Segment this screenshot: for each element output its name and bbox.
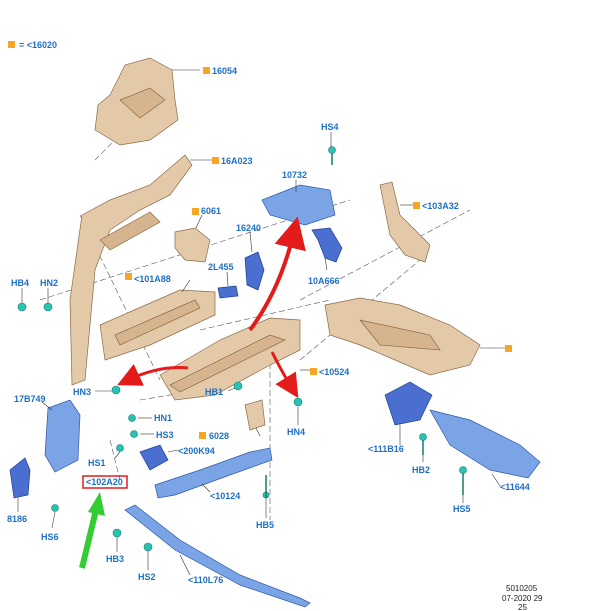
footer-line-3: 25: [518, 603, 527, 611]
label-16054: 16054: [212, 66, 237, 76]
label-103A32: <103A32: [422, 201, 459, 211]
fastener-hs4: [328, 146, 336, 154]
label-16A023: 16A023: [221, 156, 253, 166]
leader-lines: [17, 69, 505, 576]
label-6061: 6061: [201, 206, 221, 216]
label-10124: <10124: [210, 491, 240, 501]
fasteners: [17, 146, 467, 552]
footer-line-1: 5010205: [506, 584, 538, 593]
label-HS4: HS4: [321, 122, 339, 132]
label-HS5: HS5: [453, 504, 471, 514]
fastener-hn1: [128, 414, 136, 422]
label-HB1: HB1: [205, 387, 223, 397]
label-HS2: HS2: [138, 572, 156, 582]
green-arrow: [79, 492, 105, 569]
label-101A88: <101A88: [134, 274, 171, 284]
fastener-hn4: [293, 397, 303, 407]
label-200K94: <200K94: [178, 446, 215, 456]
label-HB4: HB4: [11, 278, 29, 288]
part-16A023-shape: [69, 154, 193, 386]
label-16240: 16240: [236, 223, 261, 233]
part-2L455-shape: [217, 285, 239, 299]
label-HS6: HS6: [41, 532, 59, 542]
part-11644-shape: [429, 409, 541, 479]
red-arrow-down: [270, 351, 299, 399]
fastener-hn3: [111, 385, 121, 395]
footer-line-2: 07-2020 29: [502, 594, 543, 603]
part-17B749-shape: [44, 399, 81, 473]
label-10732: 10732: [282, 170, 307, 180]
part-103A32-shape: [379, 181, 431, 263]
red-arrow-up: [248, 216, 306, 332]
part-10A666-shape: [311, 227, 343, 263]
footer-reference: 5010205 07-2020 29 25: [502, 584, 543, 611]
red-arrows: [117, 216, 306, 399]
fastener-hb4: [17, 302, 27, 312]
label-HS1: HS1: [88, 458, 106, 468]
orange-markers: [125, 67, 512, 439]
label-HS3: HS3: [156, 430, 174, 440]
fastener-hn2: [43, 302, 53, 312]
label-8186: 8186: [7, 514, 27, 524]
tan-parts: [69, 57, 481, 431]
part-10124-shape: [154, 447, 273, 499]
legend-text: = <16020: [19, 40, 57, 50]
part-8186-shape: [9, 457, 31, 499]
fastener-hs5: [459, 466, 467, 474]
label-11644: <11644: [500, 482, 530, 492]
part-16240-shape: [244, 251, 265, 291]
fastener-hs2: [143, 542, 153, 552]
label-HB5: HB5: [256, 520, 274, 530]
part-110L76-shape: [124, 504, 311, 608]
label-HB3: HB3: [106, 554, 124, 564]
fastener-hs3: [130, 430, 138, 438]
label-6028: 6028: [209, 431, 229, 441]
label-HN3: HN3: [73, 387, 91, 397]
label-10524: <10524: [319, 367, 349, 377]
fastener-hb3: [112, 528, 122, 538]
part-200K94-shape: [139, 444, 169, 471]
fastener-hb2: [419, 433, 427, 441]
label-HN2: HN2: [40, 278, 58, 288]
highlight-box-102A20: [82, 475, 128, 489]
label-10A666: 10A666: [308, 276, 340, 286]
label-2L455: 2L455: [208, 262, 234, 272]
label-110L76: <110L76: [188, 575, 223, 585]
label-HN1: HN1: [154, 413, 172, 423]
label-111B16: <111B16: [368, 444, 404, 454]
label-HN4: HN4: [287, 427, 305, 437]
part-6061-shape: [174, 227, 211, 263]
part-labels: 16054 16A023 10732 HS4 <103A32 6061 1624…: [7, 66, 530, 585]
part-111B16-shape: [384, 381, 433, 426]
label-102A20: <102A20: [86, 477, 123, 487]
part-10732-shape: [261, 184, 336, 226]
label-17B749: 17B749: [14, 394, 46, 404]
blue-parts: [9, 184, 541, 608]
legend-swatch: [8, 41, 15, 48]
red-arrow-left: [117, 364, 189, 386]
fastener-hs6: [51, 504, 59, 512]
part-6028-shape: [244, 399, 266, 431]
fastener-hs1: [116, 444, 124, 452]
fastener-hb1: [233, 381, 243, 391]
label-HB2: HB2: [412, 465, 430, 475]
